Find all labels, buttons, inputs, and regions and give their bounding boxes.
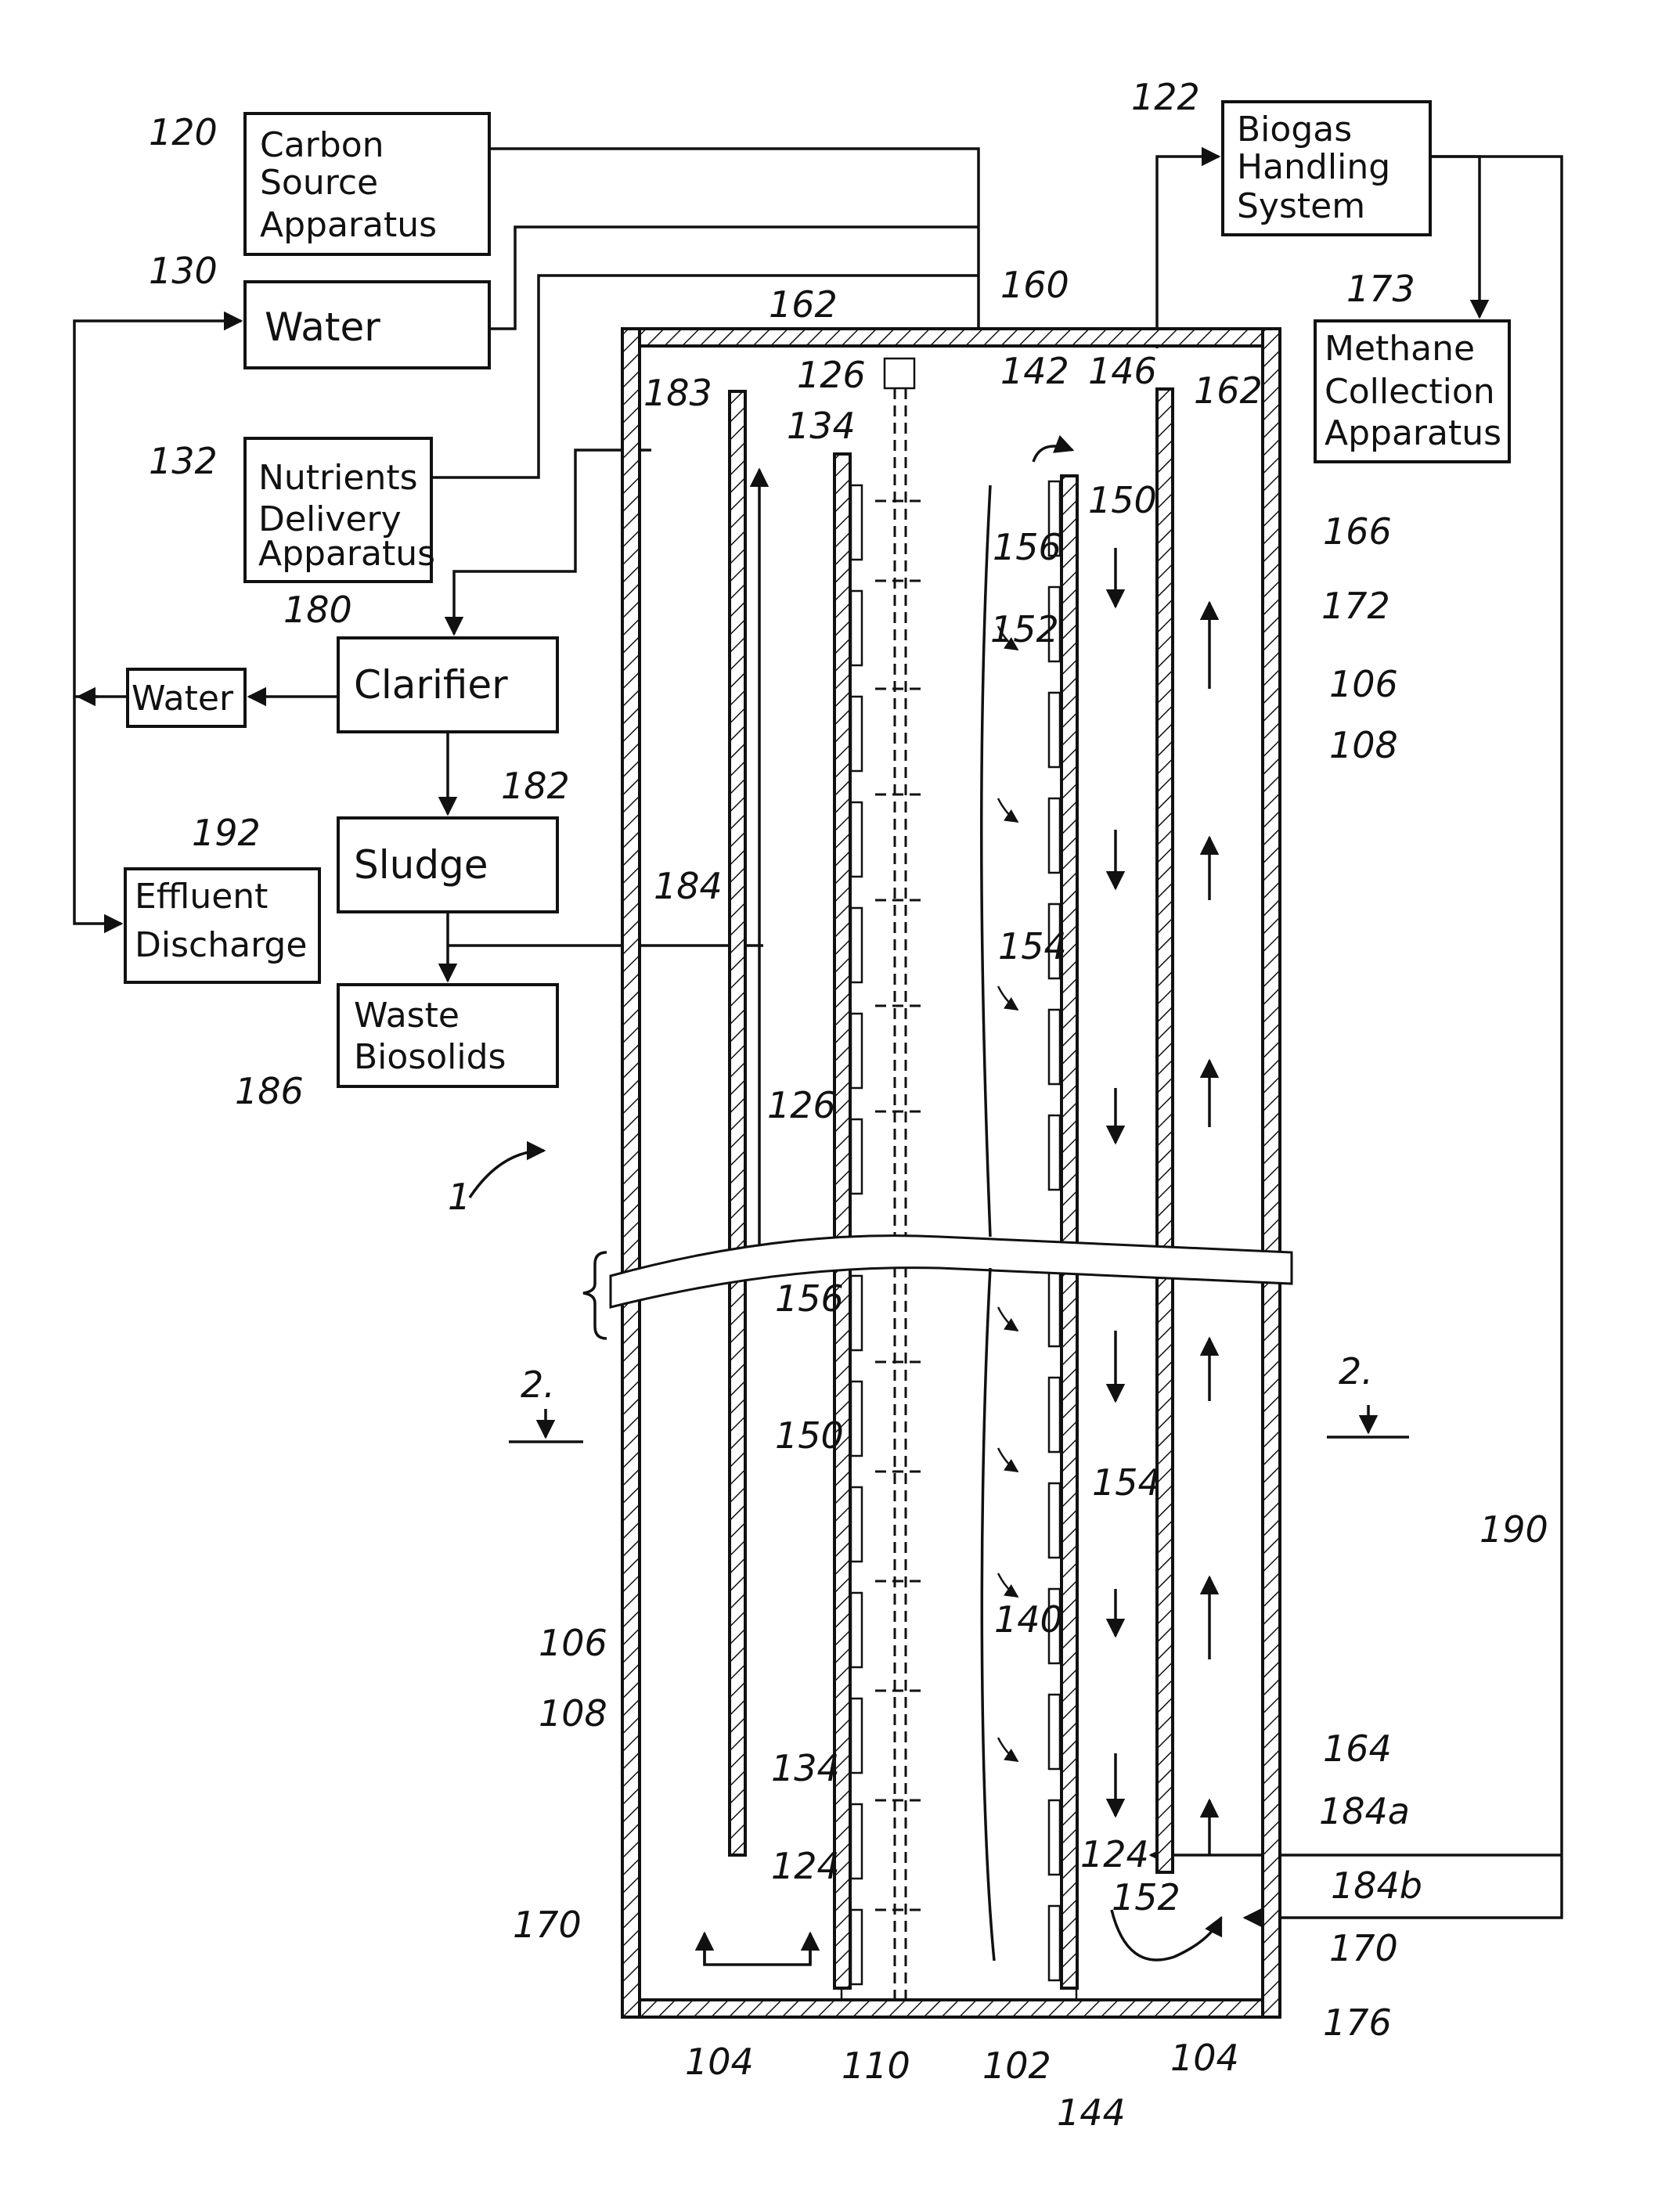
clarifier-box: Clarifier [338, 638, 557, 732]
svg-text:1: 1 [448, 1176, 470, 1218]
svg-text:Nutrients: Nutrients [258, 458, 418, 498]
svg-text:Source: Source [260, 163, 378, 203]
svg-text:108: 108 [1329, 724, 1398, 766]
svg-text:Water: Water [265, 304, 380, 350]
svg-text:134: 134 [771, 1747, 840, 1789]
svg-text:126: 126 [767, 1084, 836, 1126]
svg-text:108: 108 [539, 1692, 607, 1735]
svg-text:162: 162 [1194, 369, 1263, 412]
svg-text:106: 106 [539, 1622, 607, 1664]
svg-text:186: 186 [235, 1070, 304, 1112]
effluent-discharge-box: Effluent Discharge [125, 869, 319, 982]
svg-text:Waste: Waste [354, 996, 460, 1036]
svg-text:184b: 184b [1331, 1864, 1422, 1907]
svg-text:132: 132 [149, 440, 218, 482]
svg-text:150: 150 [1088, 479, 1157, 521]
svg-text:Apparatus: Apparatus [1325, 413, 1501, 453]
carbon-source-apparatus-box: Carbon Source Apparatus [245, 113, 489, 254]
svg-text:182: 182 [501, 765, 570, 807]
svg-text:122: 122 [1131, 76, 1200, 118]
svg-text:156: 156 [993, 526, 1061, 568]
flow-arrows [705, 446, 1221, 1965]
svg-text:150: 150 [775, 1414, 844, 1457]
svg-text:Sludge: Sludge [354, 842, 488, 888]
svg-text:104: 104 [685, 2041, 754, 2083]
water-supply-box: Water [245, 282, 489, 368]
svg-text:Collection: Collection [1325, 372, 1495, 412]
svg-text:162: 162 [769, 283, 838, 326]
svg-text:170: 170 [513, 1904, 582, 1946]
svg-text:166: 166 [1323, 510, 1392, 553]
svg-text:102: 102 [982, 2044, 1051, 2087]
biogas-handling-system-box: Biogas Handling System [1223, 102, 1430, 235]
svg-text:2.: 2. [521, 1364, 555, 1406]
svg-text:192: 192 [192, 812, 261, 854]
reactor-vessel [583, 329, 1292, 2017]
svg-text:Apparatus: Apparatus [258, 534, 435, 574]
svg-text:144: 144 [1057, 2091, 1126, 2134]
svg-text:124: 124 [771, 1845, 840, 1887]
svg-text:Discharge: Discharge [135, 925, 307, 965]
svg-text:2.: 2. [1339, 1350, 1373, 1392]
svg-text:164: 164 [1323, 1727, 1392, 1770]
water-output-box: Water [128, 669, 245, 726]
waste-biosolids-box: Waste Biosolids [338, 985, 557, 1086]
svg-text:190: 190 [1480, 1508, 1548, 1551]
svg-text:173: 173 [1346, 268, 1415, 310]
svg-text:146: 146 [1088, 350, 1157, 392]
svg-text:170: 170 [1329, 1927, 1398, 1969]
svg-text:183: 183 [643, 372, 712, 414]
svg-text:184: 184 [654, 865, 723, 907]
svg-text:152: 152 [1112, 1876, 1180, 1918]
svg-text:184a: 184a [1319, 1790, 1410, 1832]
svg-text:130: 130 [149, 250, 218, 292]
sludge-box: Sludge [338, 818, 557, 912]
svg-text:176: 176 [1323, 2001, 1392, 2044]
svg-text:156: 156 [775, 1277, 844, 1320]
svg-text:172: 172 [1321, 585, 1390, 627]
svg-text:124: 124 [1080, 1833, 1149, 1875]
svg-text:Biogas: Biogas [1237, 110, 1352, 150]
svg-text:106: 106 [1329, 663, 1398, 705]
svg-text:154: 154 [998, 925, 1067, 967]
svg-text:104: 104 [1170, 2037, 1239, 2079]
svg-text:142: 142 [1000, 350, 1069, 392]
svg-text:180: 180 [283, 589, 352, 631]
svg-text:Biosolids: Biosolids [354, 1037, 506, 1077]
svg-text:Clarifier: Clarifier [354, 662, 508, 708]
svg-text:Apparatus: Apparatus [260, 205, 437, 245]
svg-text:152: 152 [990, 608, 1059, 650]
svg-text:126: 126 [797, 354, 866, 396]
methane-collection-apparatus-box: Methane Collection Apparatus [1315, 321, 1509, 462]
svg-text:Water: Water [132, 679, 234, 719]
svg-text:System: System [1237, 186, 1365, 226]
svg-text:Effluent: Effluent [135, 877, 268, 917]
svg-text:Carbon: Carbon [260, 125, 384, 165]
svg-text:134: 134 [787, 405, 856, 447]
svg-text:160: 160 [1000, 264, 1069, 306]
svg-text:140: 140 [994, 1598, 1063, 1641]
svg-text:120: 120 [149, 111, 218, 153]
nutrients-delivery-apparatus-box: Nutrients Delivery Apparatus [245, 438, 435, 582]
svg-text:Handling: Handling [1237, 147, 1390, 187]
svg-text:154: 154 [1092, 1461, 1161, 1504]
svg-text:110: 110 [842, 2044, 910, 2087]
svg-text:Methane: Methane [1325, 329, 1475, 369]
